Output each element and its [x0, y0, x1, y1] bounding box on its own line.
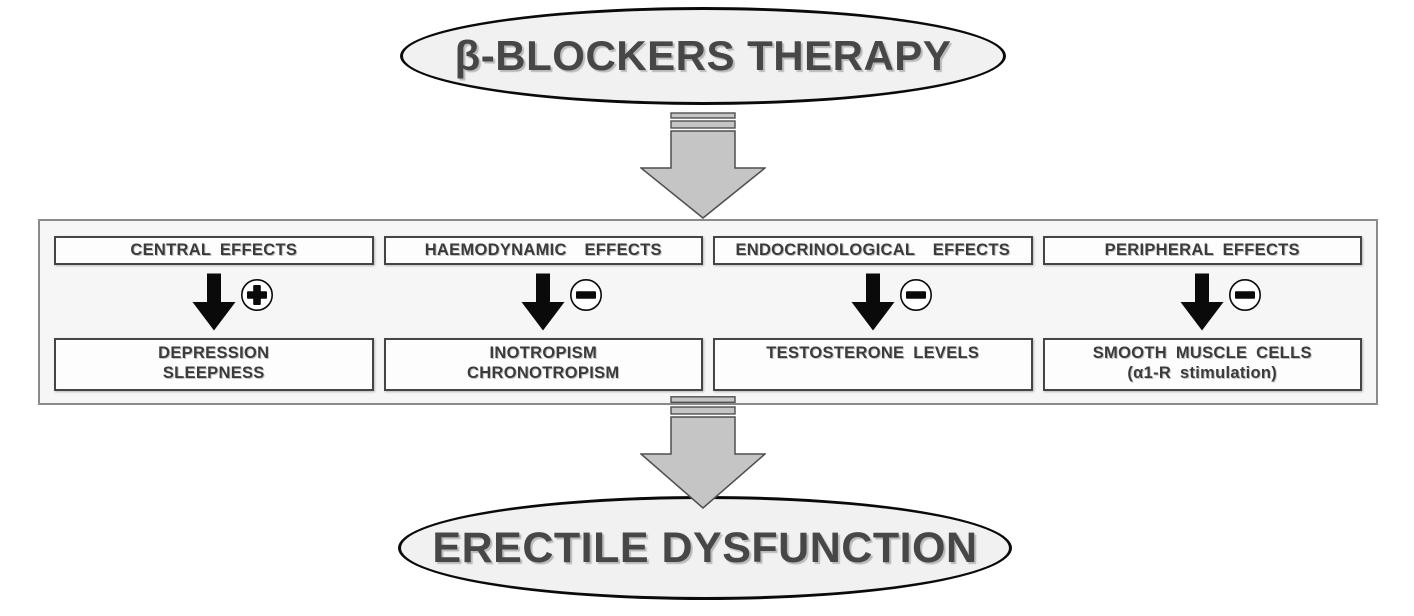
effect-arrow-row [384, 265, 704, 338]
effect-result-line: DEPRESSION [158, 344, 270, 362]
effect-column-endocrinological: ENDOCRINOLOGICAL EFFECTS TESTOSTERONE LE… [713, 236, 1033, 391]
effect-category-box: HAEMODYNAMIC EFFECTS [383, 236, 703, 265]
striped-down-arrow-bottom-icon [640, 396, 766, 509]
effect-result-box: SMOOTH MUSCLE CELLS (α1-R stimulation) [1042, 338, 1362, 391]
down-arrow-icon [192, 273, 236, 331]
effect-category-box: CENTRAL EFFECTS [54, 236, 374, 265]
effect-result-line: INOTROPISM [489, 344, 597, 362]
effect-column-peripheral: PERIPHERAL EFFECTS SMOOTH MUSCLE CELLS (… [1042, 236, 1363, 391]
effect-result-line: CHRONOTROPISM [467, 364, 620, 382]
node-label: ERECTILE DYSFUNCTION [432, 523, 978, 572]
down-arrow-icon [521, 273, 565, 331]
effect-result-line: (α1-R stimulation) [1127, 364, 1278, 382]
down-arrow-icon [1180, 273, 1224, 331]
effect-category-label: ENDOCRINOLOGICAL EFFECTS [735, 241, 1011, 259]
effect-result-line: SLEEPNESS [162, 364, 265, 382]
effect-result-box: TESTOSTERONE LEVELS [713, 338, 1033, 391]
effect-arrow-row [713, 265, 1033, 338]
effect-category-box: ENDOCRINOLOGICAL EFFECTS [713, 236, 1033, 265]
node-erectile-dysfunction: ERECTILE DYSFUNCTION [398, 496, 1012, 600]
effect-category-label: HAEMODYNAMIC EFFECTS [424, 241, 662, 259]
effect-category-box: PERIPHERAL EFFECTS [1042, 236, 1362, 265]
down-arrow-icon [851, 273, 895, 331]
effect-category-label: CENTRAL EFFECTS [130, 241, 298, 259]
effect-result-box: INOTROPISM CHRONOTROPISM [383, 338, 703, 391]
striped-down-arrow-top-icon [640, 112, 766, 219]
plus-sign-icon [240, 279, 273, 311]
node-beta-blockers-therapy: β-BLOCKERS THERAPY [400, 7, 1006, 105]
effect-category-label: PERIPHERAL EFFECTS [1104, 241, 1300, 259]
minus-sign-icon [570, 279, 603, 311]
minus-sign-icon [899, 279, 932, 311]
effect-column-central: CENTRAL EFFECTS DEPRESSION SLEEPNESS [54, 236, 374, 391]
effect-result-line: SMOOTH MUSCLE CELLS [1092, 344, 1312, 362]
effect-arrow-row [54, 265, 374, 338]
node-label: β-BLOCKERS THERAPY [454, 32, 952, 79]
effect-result-box: DEPRESSION SLEEPNESS [54, 338, 374, 391]
effects-panel: CENTRAL EFFECTS DEPRESSION SLEEPNESS HAE… [38, 219, 1378, 405]
effect-arrow-row [1043, 265, 1363, 338]
effect-column-haemodynamic: HAEMODYNAMIC EFFECTS INOTROPISM CHRONOTR… [383, 236, 704, 391]
minus-sign-icon [1229, 279, 1262, 311]
effect-result-line: TESTOSTERONE LEVELS [766, 344, 980, 362]
